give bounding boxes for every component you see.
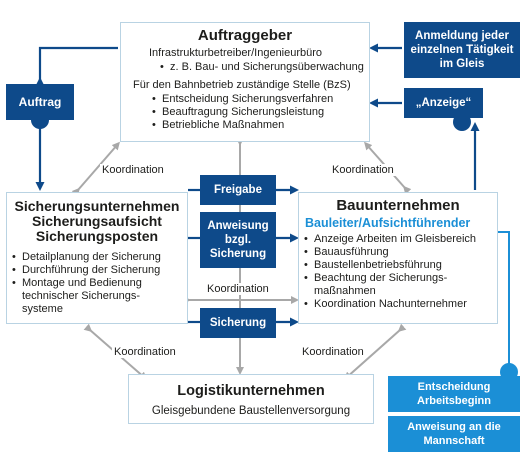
anmeldung-tag: Anmeldung jeder einzelnen Tätigkeit im G… <box>404 22 520 78</box>
sicherung-title-line: Sicherungsunternehmen <box>14 198 180 214</box>
koordination-label: Koordination <box>330 164 396 176</box>
auftraggeber-line1: Infrastrukturbetreiber/Ingenieurbüro <box>149 47 323 59</box>
logistik-box: Logistikunternehmen Gleisgebundene Baust… <box>128 374 374 424</box>
list-item: Entscheidung Sicherungsverfahren <box>151 93 333 106</box>
auftraggeber-box: Auftraggeber Infrastrukturbetreiber/Inge… <box>120 22 370 142</box>
bau-list: Anzeige Arbeiten im Gleisbereich Bauausf… <box>303 233 498 311</box>
sicherung-list: Detailplanung der Sicherung Durchführung… <box>11 251 181 316</box>
sicherung-title-line: Sicherungsposten <box>35 228 159 244</box>
entscheidung-tag: Entscheidung Arbeitsbeginn <box>388 376 520 412</box>
bauunternehmen-box: Bauunternehmen Bauleiter/Aufsichtführend… <box>298 192 498 324</box>
sicherung-title: Sicherungsunternehmen Sicherungsaufsicht… <box>7 199 187 244</box>
list-item: Baustellenbetriebsführung <box>303 259 498 272</box>
list-item: Koordination Nachunternehmer <box>303 298 498 311</box>
sicherungsunternehmen-box: Sicherungsunternehmen Sicherungsaufsicht… <box>6 192 188 324</box>
list-item: Durchführung der Sicherung <box>11 264 181 277</box>
list-item: Beauftragung Sicherungsleistung <box>151 106 333 119</box>
logistik-title: Logistikunternehmen <box>177 383 325 399</box>
anweisung-tag: Anweisung bzgl. Sicherung <box>200 212 276 268</box>
auftraggeber-title: Auftraggeber <box>197 27 293 44</box>
sicherung-tag: Sicherung <box>200 308 276 338</box>
anzeige-tag: „Anzeige“ <box>404 88 483 118</box>
list-item: Betriebliche Maßnahmen <box>151 119 333 132</box>
auftraggeber-list: Entscheidung Sicherungsverfahren Beauftr… <box>151 93 333 132</box>
bau-subtitle: Bauleiter/Aufsichtführender <box>305 216 471 230</box>
auftrag-tag: Auftrag <box>6 84 74 120</box>
koordination-label: Koordination <box>300 346 366 358</box>
list-item: Beachtung der Sicherungs-maßnahmen <box>303 272 464 298</box>
auftraggeber-line1-list: z. B. Bau- und Sicherungsüberwachung <box>159 61 364 74</box>
koordination-label: Koordination <box>100 164 166 176</box>
list-item: Anzeige Arbeiten im Gleisbereich <box>303 233 498 246</box>
list-item: Bauausführung <box>303 246 498 259</box>
anweisung-mannschaft-tag: Anweisung an die Mannschaft <box>388 416 520 452</box>
auftraggeber-line2: Für den Bahnbetrieb zuständige Stelle (B… <box>133 79 351 91</box>
koordination-label: Koordination <box>205 283 271 295</box>
freigabe-tag: Freigabe <box>200 175 276 205</box>
koordination-label: Koordination <box>112 346 178 358</box>
list-item: Detailplanung der Sicherung <box>11 251 181 264</box>
bau-title: Bauunternehmen <box>336 197 460 214</box>
sicherung-title-line: Sicherungsaufsicht <box>32 213 162 229</box>
list-item: Montage und Bedienung technischer Sicher… <box>11 277 162 316</box>
logistik-subtitle: Gleisgebundene Baustellenversorgung <box>151 405 351 417</box>
auftraggeber-line1-item: z. B. Bau- und Sicherungsüberwachung <box>159 61 364 74</box>
